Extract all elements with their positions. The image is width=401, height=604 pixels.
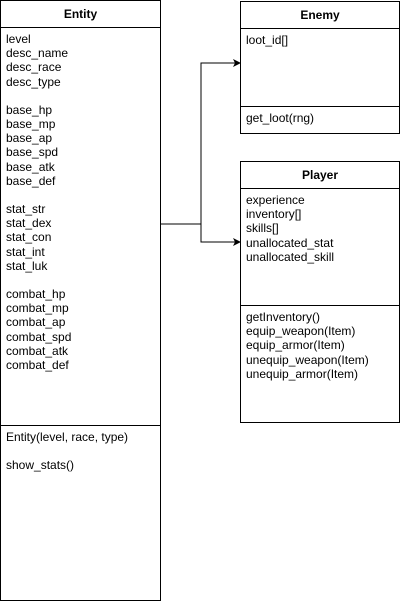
entity-attribute: stat_con xyxy=(6,230,52,245)
entity-attribute: desc_name xyxy=(6,46,69,61)
entity-attribute: base_mp xyxy=(6,117,56,132)
enemy-class-box[interactable]: Enemy loot_id[] get_loot(rng) xyxy=(240,1,400,134)
entity-attribute xyxy=(6,89,155,103)
entity-attribute: combat_ap xyxy=(6,315,66,330)
player-attribute: unallocated_skill xyxy=(246,249,335,264)
entity-to-player-arrow xyxy=(200,224,241,246)
enemy-attribute: loot_id[] xyxy=(246,33,289,47)
player-methods: getInventory()equip_weapon(Item)equip_ar… xyxy=(241,305,399,422)
entity-attribute xyxy=(6,188,155,202)
entity-attribute: combat_spd xyxy=(6,329,72,344)
enemy-methods: get_loot(rng) xyxy=(241,106,399,133)
entity-attribute: stat_str xyxy=(6,202,46,217)
enemy-class-title: Enemy xyxy=(241,2,399,29)
player-attribute: inventory[] xyxy=(246,207,302,222)
player-method: unequip_armor(Item) xyxy=(246,366,359,381)
entity-attribute: stat_int xyxy=(6,244,45,259)
player-attribute: experience xyxy=(246,193,305,207)
enemy-attributes: loot_id[] xyxy=(241,29,399,106)
entity-attribute: combat_hp xyxy=(6,287,66,302)
player-attribute: unallocated_stat xyxy=(246,235,334,250)
player-method: equip_weapon(Item) xyxy=(246,324,356,339)
entity-attribute: combat_mp xyxy=(6,301,69,316)
entity-to-enemy-arrow xyxy=(160,59,241,225)
entity-attribute: combat_atk xyxy=(6,343,69,358)
player-attribute: skills[] xyxy=(246,221,279,236)
entity-attribute: desc_race xyxy=(6,60,62,75)
entity-attribute: desc_type xyxy=(6,74,61,89)
entity-method xyxy=(6,444,155,458)
player-method: getInventory() xyxy=(246,310,321,324)
entity-class-title: Entity xyxy=(1,1,160,28)
entity-attribute: base_def xyxy=(6,173,56,188)
player-class-title: Player xyxy=(241,162,399,189)
entity-attribute: base_hp xyxy=(6,102,53,117)
entity-attribute: combat_def xyxy=(6,358,69,373)
player-method: equip_armor(Item) xyxy=(246,338,345,353)
entity-attribute: stat_luk xyxy=(6,258,48,273)
enemy-method: get_loot(rng) xyxy=(246,111,315,125)
entity-method: show_stats() xyxy=(6,458,75,473)
entity-methods: Entity(level, race, type) show_stats() xyxy=(1,425,160,600)
entity-attribute: base_ap xyxy=(6,131,53,146)
entity-attribute xyxy=(6,273,155,287)
entity-method: Entity(level, race, type) xyxy=(6,430,129,444)
entity-attribute: base_atk xyxy=(6,159,55,174)
entity-attribute: stat_dex xyxy=(6,216,52,231)
entity-attribute: level xyxy=(6,32,31,46)
entity-attribute: base_spd xyxy=(6,145,59,160)
player-method: unequip_weapon(Item) xyxy=(246,352,369,367)
